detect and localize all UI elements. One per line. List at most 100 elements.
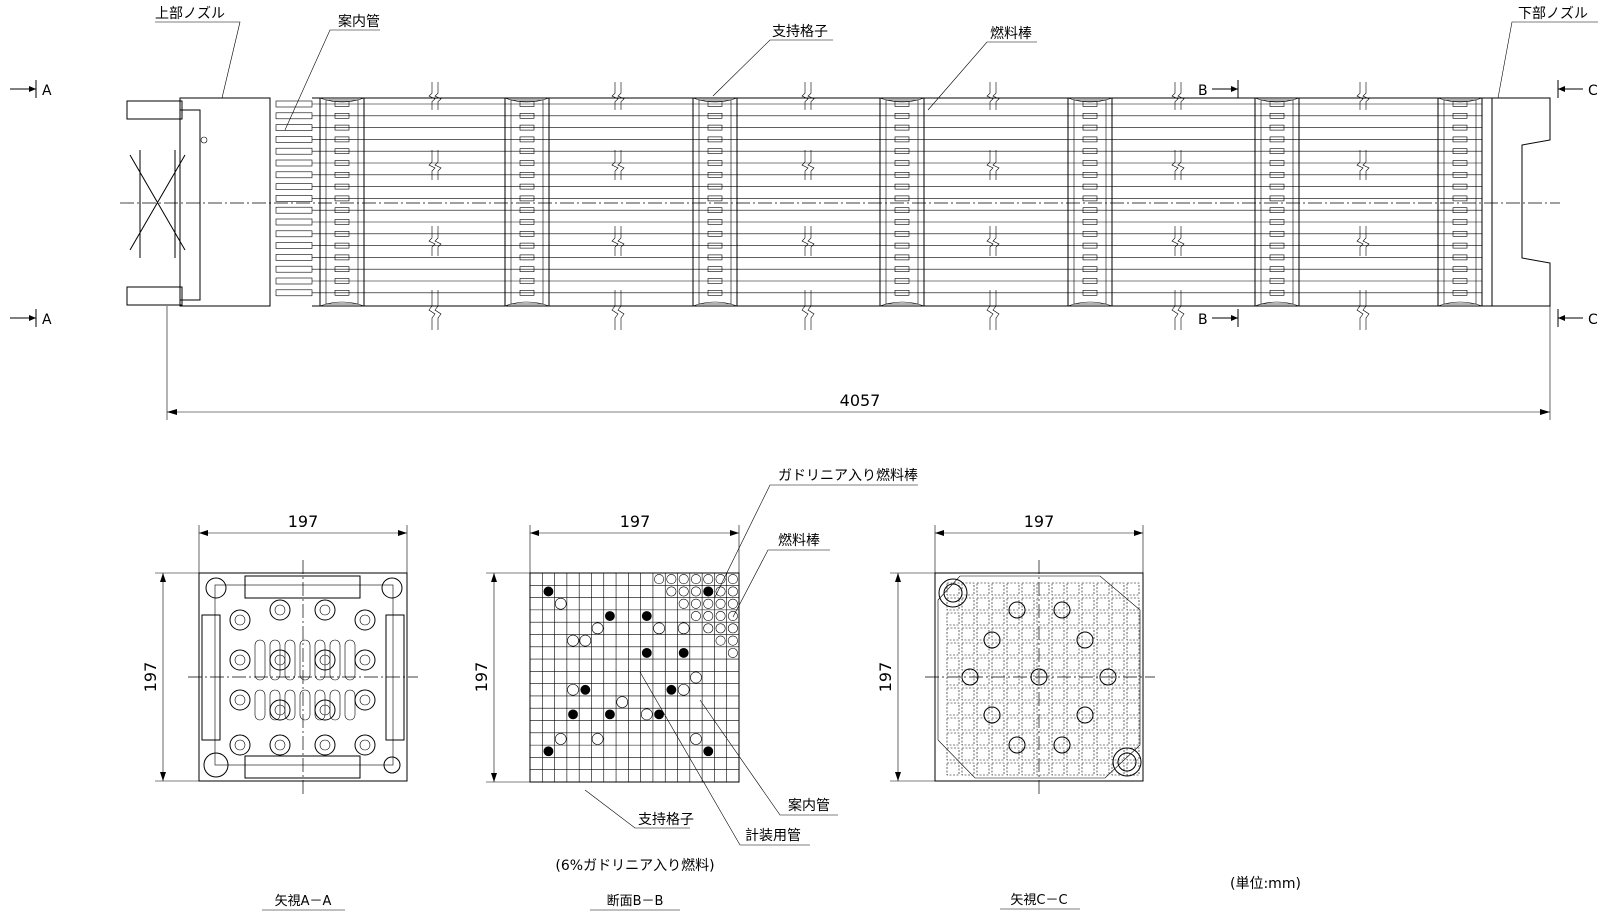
guide-tube-ends bbox=[275, 100, 313, 297]
break-line bbox=[611, 150, 619, 180]
fuel-rod-cell bbox=[703, 611, 714, 622]
flow-hole-cell bbox=[1006, 747, 1020, 761]
upper-nozzle bbox=[126, 97, 271, 307]
flow-hole-cell bbox=[961, 732, 975, 746]
flow-hole-cell bbox=[1096, 687, 1110, 701]
break-line bbox=[1177, 226, 1185, 256]
flow-hole-cell bbox=[1021, 747, 1035, 761]
spacer-grid bbox=[1437, 97, 1483, 307]
label-fuel-rod-top: 燃料棒 bbox=[927, 25, 1037, 111]
guide-tube-hole bbox=[354, 649, 376, 671]
flow-hole-cell bbox=[991, 717, 1005, 731]
fuel-rod-cell bbox=[715, 598, 726, 609]
guide-tube-cell bbox=[677, 683, 690, 696]
guide-tube-end bbox=[275, 136, 313, 143]
flow-slot bbox=[344, 639, 356, 681]
flow-hole-cell bbox=[1021, 702, 1035, 716]
width-dimension: 197 bbox=[288, 512, 319, 531]
guide-tube-hole bbox=[354, 689, 376, 711]
break-line bbox=[807, 226, 815, 256]
fuel-rod-cell bbox=[727, 574, 738, 585]
flow-hole-cell bbox=[976, 627, 990, 641]
guide-tube-end bbox=[275, 171, 313, 179]
flow-hole-cell bbox=[976, 582, 990, 596]
flow-hole-cell bbox=[1036, 747, 1050, 761]
flow-hole-cell bbox=[1111, 582, 1125, 596]
view-c-caption: 矢視C－C bbox=[1010, 893, 1067, 908]
flow-hole-cell bbox=[1111, 702, 1125, 716]
fuel-rod-cell bbox=[715, 574, 726, 585]
flow-slot bbox=[269, 639, 281, 681]
flow-hole-cell bbox=[1066, 582, 1080, 596]
flow-hole-cell bbox=[1111, 672, 1125, 686]
flow-hole-cell bbox=[1036, 612, 1050, 626]
flow-slot bbox=[254, 689, 266, 721]
guide-tube-hole bbox=[314, 599, 336, 621]
flow-hole-cell bbox=[961, 702, 975, 716]
break-line bbox=[992, 82, 1000, 110]
break-line bbox=[611, 226, 619, 256]
flow-hole-cell bbox=[946, 657, 960, 671]
gd-fuel-rod-cell bbox=[604, 611, 615, 621]
spacer-grid-lattice bbox=[530, 573, 739, 782]
flow-hole-cell bbox=[976, 747, 990, 761]
flow-hole-cell bbox=[1021, 582, 1035, 596]
flow-hole-cell bbox=[1081, 612, 1095, 626]
flow-hole-cell bbox=[1021, 672, 1035, 686]
gd-fuel-rod-cell bbox=[666, 684, 677, 695]
flow-hole-cell bbox=[1081, 702, 1095, 716]
guide-tube-hole bbox=[1053, 601, 1071, 619]
guide-tube-end bbox=[275, 242, 313, 249]
guide-tube-end bbox=[275, 100, 313, 108]
break-line bbox=[617, 150, 625, 180]
guide-tube-cell bbox=[567, 683, 579, 696]
break-line bbox=[1356, 226, 1364, 256]
flow-slot bbox=[299, 689, 311, 721]
guide-tube-end bbox=[275, 183, 313, 190]
flow-hole-cell bbox=[1066, 687, 1080, 701]
flow-hole-cell bbox=[991, 687, 1005, 701]
guide-tube-hole bbox=[269, 734, 291, 756]
flow-hole-cell bbox=[1081, 747, 1095, 761]
flow-hole-cell bbox=[1096, 597, 1110, 611]
break-line bbox=[1356, 290, 1364, 330]
flow-hole-cell bbox=[1021, 597, 1035, 611]
fuel-rod-cell bbox=[690, 611, 701, 622]
flow-hole-cell bbox=[1111, 687, 1125, 701]
flow-slot bbox=[284, 689, 296, 721]
side-elevation: A A B B C bbox=[10, 6, 1598, 420]
guide-tube-end bbox=[275, 230, 313, 238]
flow-hole-cell bbox=[1051, 762, 1065, 776]
fuel-rod-cell bbox=[715, 623, 726, 634]
fuel-rods bbox=[312, 97, 1482, 307]
flow-hole-cell bbox=[1036, 702, 1050, 716]
flow-hole-cell bbox=[1066, 612, 1080, 626]
flow-hole-cell bbox=[946, 642, 960, 656]
gd-fuel-rod-label: ガドリニア入り燃料棒 bbox=[778, 467, 918, 484]
flow-hole-cell bbox=[1066, 732, 1080, 746]
flow-hole-cell bbox=[1051, 642, 1065, 656]
guide-tube-cell bbox=[653, 622, 665, 635]
spacer-grid-label: 支持格子 bbox=[772, 24, 828, 40]
break-line bbox=[807, 150, 815, 180]
flow-hole-cell bbox=[1096, 642, 1110, 656]
flow-hole-cell bbox=[946, 717, 960, 731]
spacer-grid bbox=[1254, 97, 1300, 307]
flow-hole-cell bbox=[991, 582, 1005, 596]
flow-hole-cell bbox=[1066, 642, 1080, 656]
label-guide-tube-mid: 案内管 bbox=[699, 699, 838, 816]
flow-hole-cell bbox=[1006, 687, 1020, 701]
fuel-rod-cell bbox=[678, 574, 689, 585]
flow-hole-cell bbox=[976, 687, 990, 701]
spacer-grid bbox=[879, 97, 925, 307]
guide-tube-hole bbox=[1076, 631, 1094, 649]
flow-hole-cell bbox=[1096, 582, 1110, 596]
flow-hole-cell bbox=[1126, 672, 1140, 686]
nozzle-outline bbox=[937, 575, 1141, 779]
break-line bbox=[428, 290, 436, 330]
height-dimension: 197 bbox=[141, 662, 160, 693]
flow-hole-cell bbox=[1051, 597, 1065, 611]
guide-tube-end bbox=[275, 159, 313, 167]
flow-hole-cell bbox=[1036, 627, 1050, 641]
rod-cells bbox=[543, 574, 738, 757]
